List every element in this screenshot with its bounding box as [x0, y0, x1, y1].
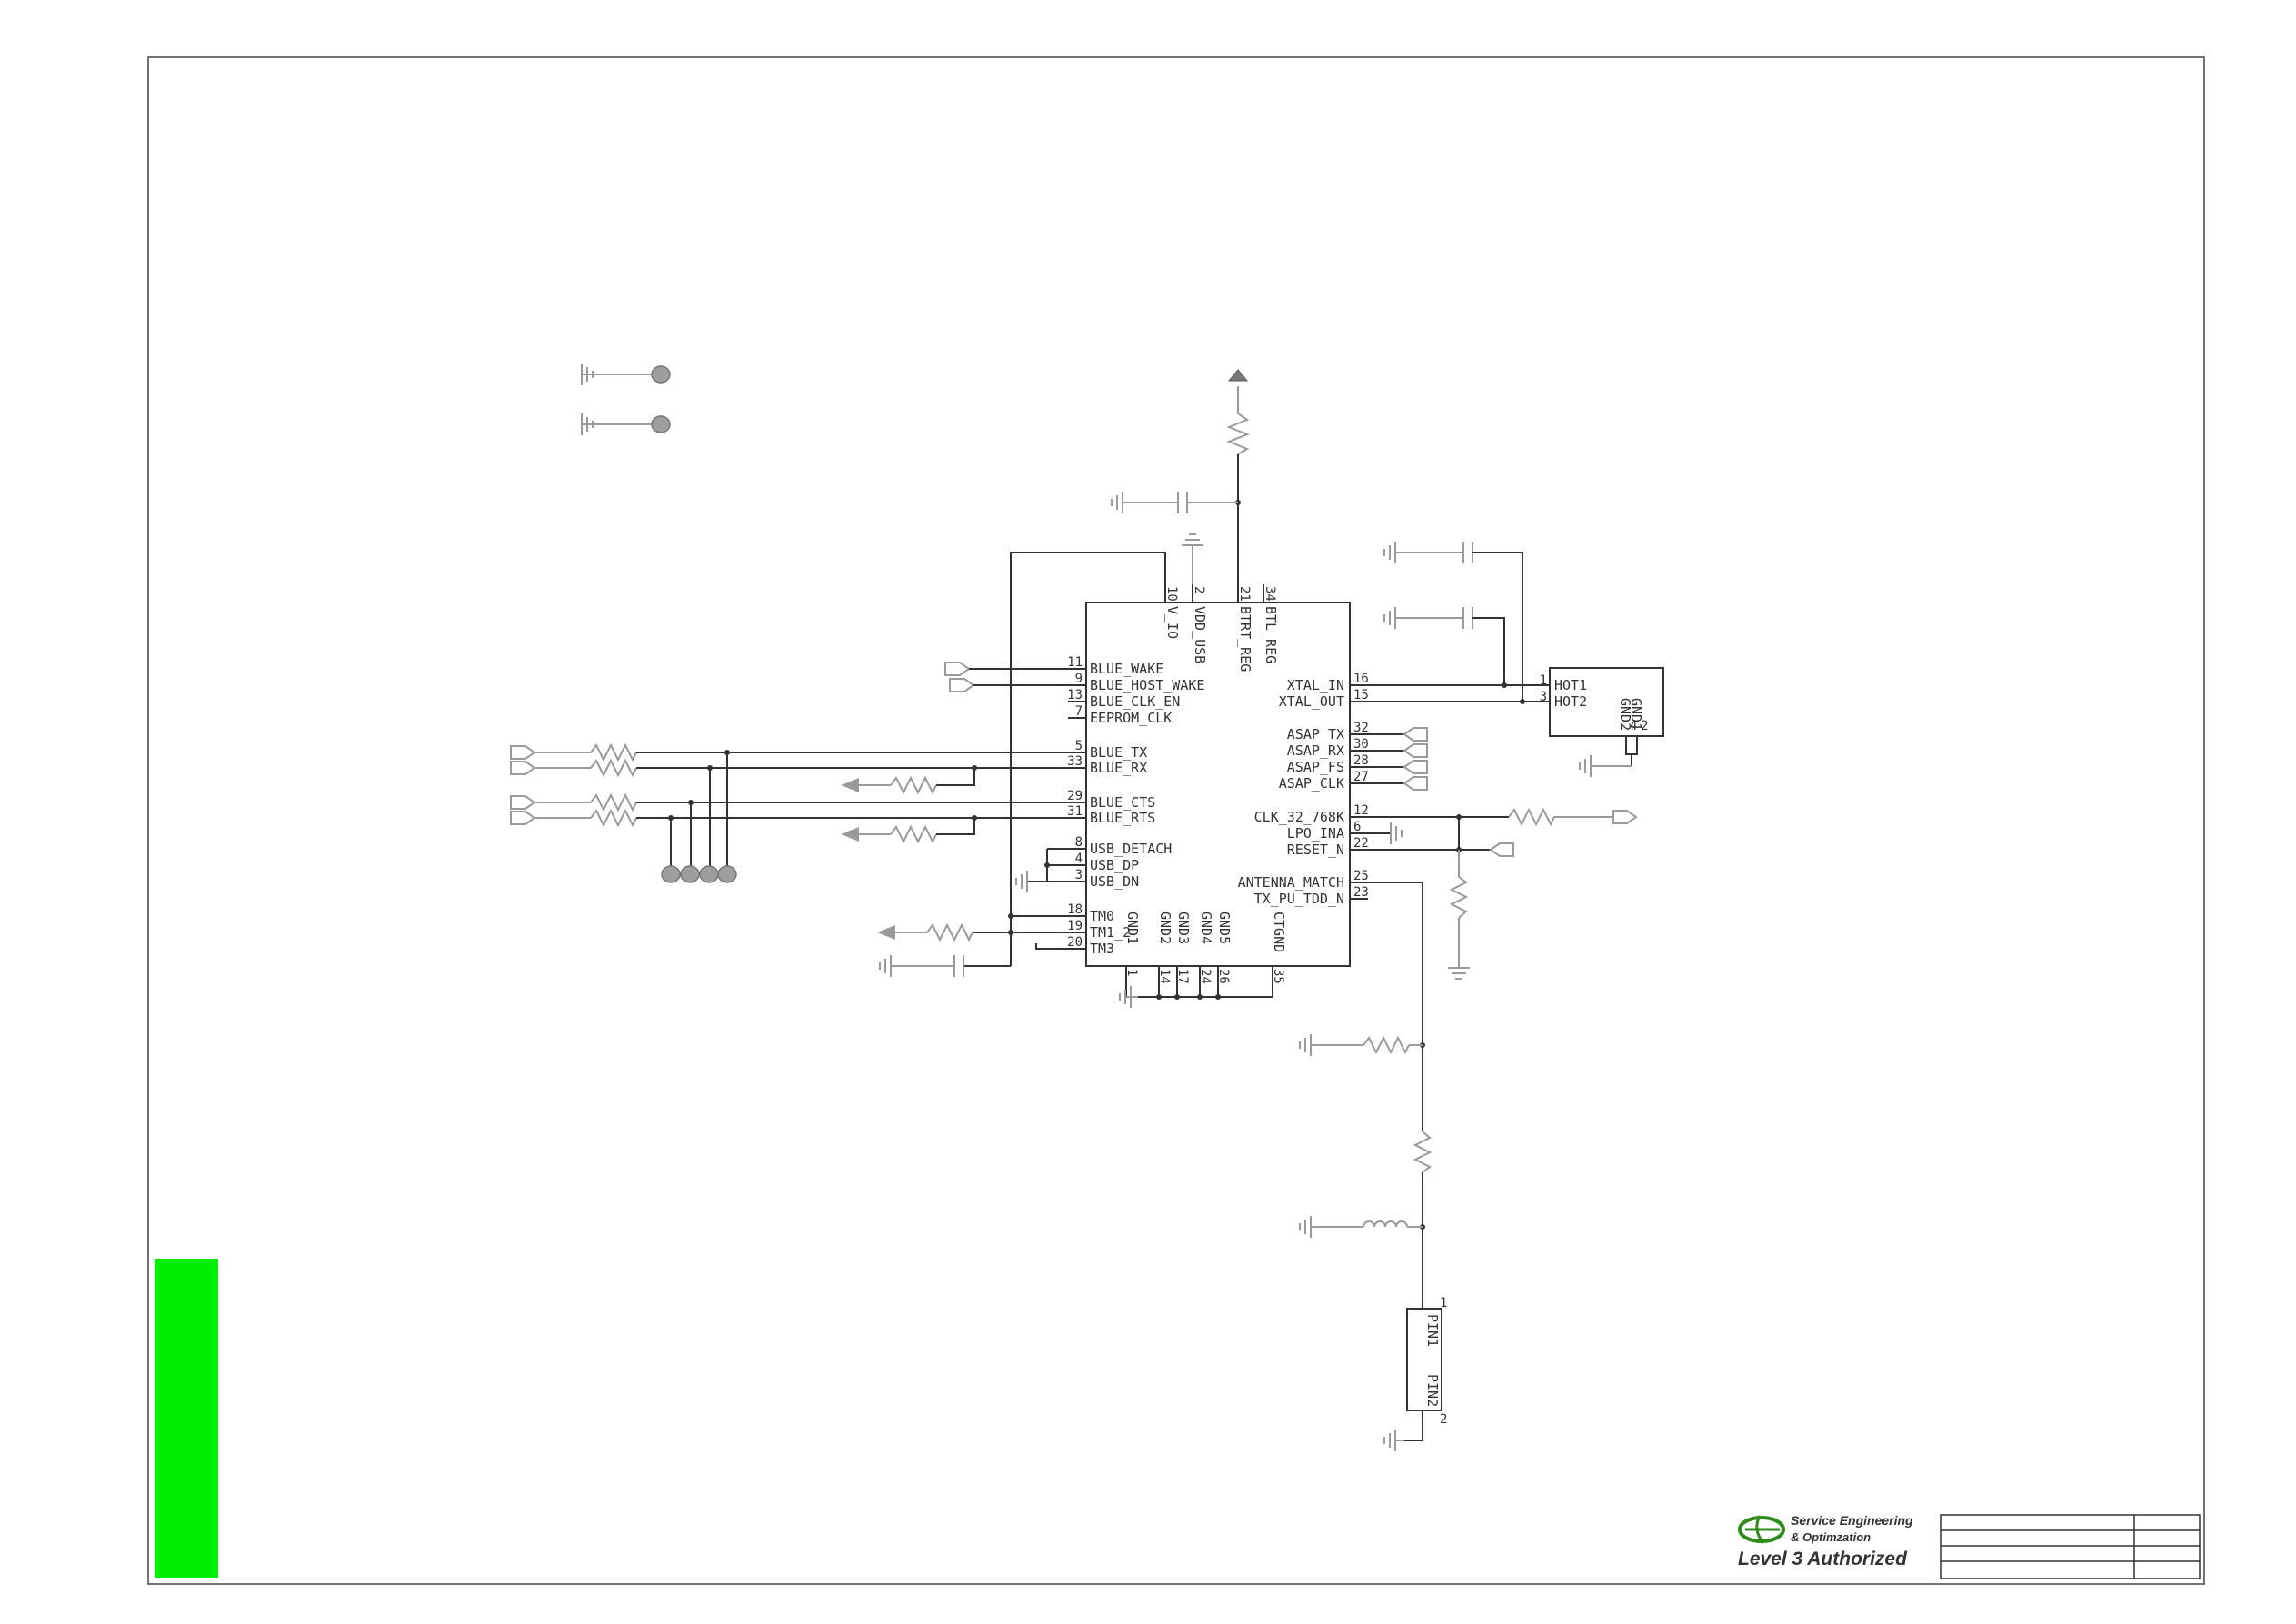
ic-pin-label: BLUE_RX [1090, 760, 1147, 776]
ic-pin-number: 4 [1075, 852, 1083, 866]
ic-pin-number: 25 [1353, 869, 1369, 883]
ic-pin-label: ASAP_RX [1287, 742, 1344, 759]
ic-ground-bus [1119, 966, 1273, 1008]
crystal-pin-label: GND2 [1617, 698, 1633, 731]
crystal-pin-number: 4 [1630, 719, 1637, 733]
antenna-pin-label: PIN1 [1424, 1314, 1441, 1347]
ic-pin-number: 28 [1353, 753, 1369, 768]
ic-pin-label: GND5 [1216, 912, 1233, 944]
ic-pin-label: BLUE_CTS [1090, 794, 1155, 811]
crystal-pin-label: GND1 [1628, 698, 1644, 731]
ic-pin-label: BTRT_REG [1237, 606, 1253, 672]
ic-pin-label: CLK_32_768K [1254, 809, 1344, 825]
crystal-pin-number: 1 [1540, 673, 1547, 688]
ic-pin-number: 16 [1353, 672, 1369, 686]
ic-pin-number: 13 [1067, 688, 1083, 702]
title-block [1940, 1514, 2201, 1579]
ic-pin-number: 35 [1271, 969, 1285, 984]
ic-pin-number: 18 [1067, 902, 1083, 917]
ic-pin-label: BTL_REG [1263, 606, 1279, 663]
ic-pin-number: 33 [1067, 754, 1083, 769]
ic-pin-number: 27 [1353, 770, 1369, 784]
ic-pin-label: BLUE_RTS [1090, 810, 1155, 826]
ic-pin-label: V_IO [1164, 606, 1181, 639]
crystal-pin-number: 2 [1641, 719, 1648, 733]
ic-pin-label: LPO_INA [1287, 825, 1344, 842]
ic-pin-number: 26 [1216, 969, 1231, 984]
ic-pin-number: 21 [1237, 586, 1252, 602]
ic-pin-number: 19 [1067, 919, 1083, 933]
ic-pin-number: 17 [1175, 969, 1190, 984]
antenna-pin-number: 2 [1440, 1412, 1447, 1427]
ic-pin-label: GND3 [1175, 912, 1192, 944]
ic-pin-number: 24 [1198, 969, 1213, 984]
ic-pin-number: 22 [1353, 836, 1369, 851]
ic-pin-label: EEPROM_CLK [1090, 710, 1172, 726]
ic-pin-number: 15 [1353, 688, 1369, 702]
ic-pin-number: 8 [1075, 835, 1083, 850]
power-supply-network [1010, 369, 1250, 966]
ic-pin-number: 34 [1263, 586, 1277, 602]
ic-pin-label: BLUE_CLK_EN [1090, 693, 1180, 710]
crystal-pin-label: HOT1 [1554, 677, 1587, 693]
ic-pin-number: 5 [1075, 739, 1083, 753]
ic-pin-label: USB_DN [1090, 873, 1139, 890]
ic-pin-label: BLUE_WAKE [1090, 661, 1163, 677]
ic-pin-number: 31 [1067, 804, 1083, 819]
ic-pin-label: USB_DP [1090, 857, 1139, 873]
ic-pin-label: GND1 [1124, 912, 1141, 944]
ic-pin-label: GND2 [1157, 912, 1173, 944]
ic-pin-label: ASAP_FS [1287, 759, 1344, 775]
ic-pin-label: ANTENNA_MATCH [1238, 874, 1344, 891]
ic-pin-number: 32 [1353, 721, 1369, 735]
left-nets [510, 662, 1086, 977]
ic-pin-label: USB_DETACH [1090, 841, 1172, 857]
logo-line-1: Service Engineering [1791, 1513, 1913, 1528]
ic-pin-label: TX_PU_TDD_N [1254, 891, 1344, 907]
ic-pin-number: 1 [1124, 969, 1139, 976]
ic-pin-number: 12 [1353, 803, 1369, 818]
ic-pin-number: 29 [1067, 789, 1083, 803]
ic-pin-label: TM3 [1090, 941, 1114, 957]
ic-pin-number: 23 [1353, 885, 1369, 900]
ic-pin-label: BLUE_TX [1090, 744, 1147, 761]
logo-line-2: & Optimzation [1791, 1530, 1871, 1544]
ic-pin-label: CTGND [1271, 912, 1287, 952]
ic-pin-number: 9 [1075, 672, 1083, 686]
ic-pin-label: XTAL_OUT [1279, 693, 1344, 710]
antenna-pin-number: 1 [1440, 1296, 1447, 1310]
ic-pin-label: RESET_N [1287, 842, 1344, 858]
ic-pin-number: 6 [1353, 820, 1361, 834]
ic-pin-number: 14 [1157, 969, 1172, 984]
ic-pin-number: 11 [1067, 655, 1083, 670]
test-pads-top [581, 364, 671, 435]
green-marker-bar [155, 1259, 218, 1578]
ic-pin-number: 30 [1353, 737, 1369, 752]
right-nets [1299, 542, 1638, 1309]
ic-pin-label: TM1_2 [1090, 924, 1131, 941]
ic-pin-number: 2 [1192, 586, 1206, 593]
ic-pin-label: VDD_USB [1192, 606, 1208, 663]
ic-pin-number: 10 [1164, 586, 1179, 602]
crystal-pin-number: 3 [1540, 690, 1547, 704]
ic-pin-number: 3 [1075, 868, 1083, 882]
ic-pin-label: BLUE_HOST_WAKE [1090, 677, 1204, 693]
ic-pin-label: XTAL_IN [1287, 677, 1344, 693]
ic-pin-number: 7 [1075, 704, 1083, 719]
logo-line-3: Level 3 Authorized [1738, 1549, 1908, 1569]
sheet-border [147, 56, 2205, 1585]
ic-pin-number: 20 [1067, 935, 1083, 950]
crystal-pin-label: HOT2 [1554, 693, 1587, 710]
ic-pin-label: TM0 [1090, 908, 1114, 924]
company-logo: Service Engineering & Optimzation Level … [1738, 1513, 1913, 1569]
ic-pin-label: ASAP_TX [1287, 726, 1344, 742]
antenna-pin-label: PIN2 [1424, 1374, 1441, 1407]
ic-pin-label: GND4 [1198, 912, 1214, 944]
ic-pin-label: ASAP_CLK [1279, 775, 1344, 792]
